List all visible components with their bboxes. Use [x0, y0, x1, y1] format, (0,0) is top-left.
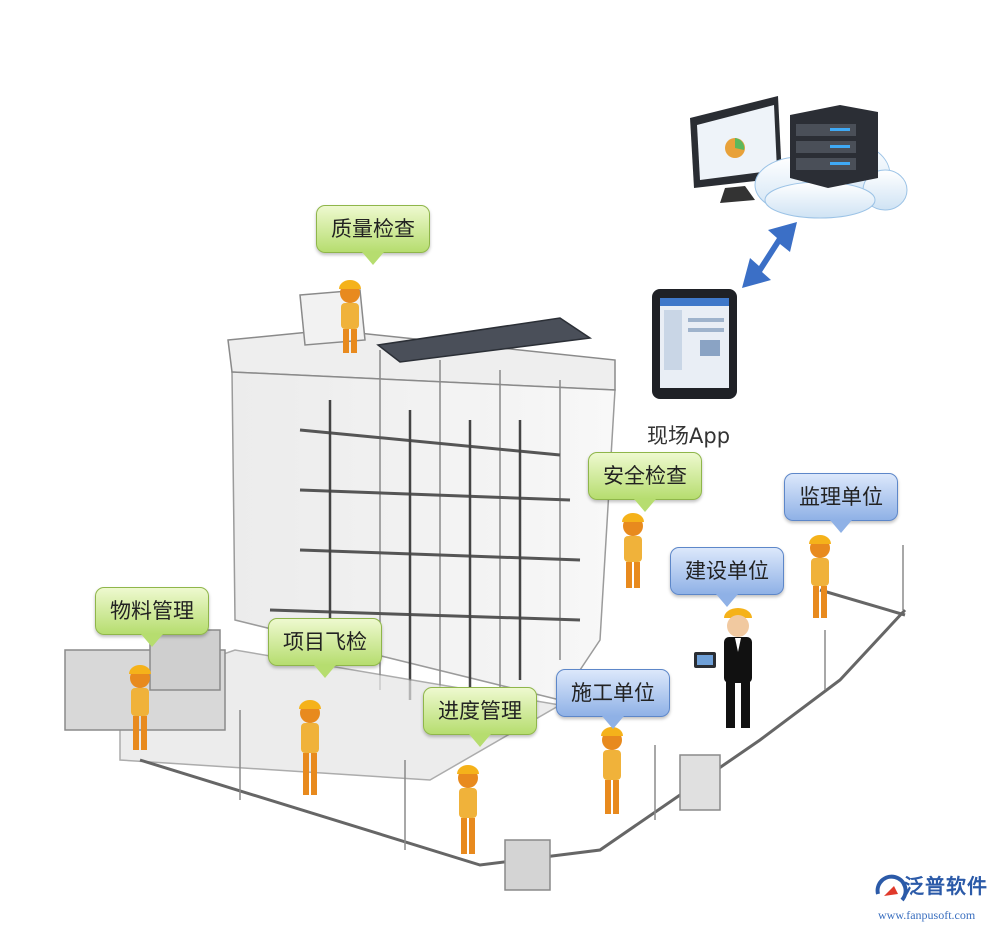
brand-url: www.fanpusoft.com [878, 908, 976, 922]
label-quality-check: 质量检查 [316, 205, 430, 265]
brand-logo: 泛普软件 www.fanpusoft.com [868, 868, 993, 938]
label-progress-management: 进度管理 [423, 687, 537, 747]
desktop-monitor-icon [690, 96, 782, 203]
label-project-inspection: 项目飞检 [268, 618, 382, 678]
double-arrow-icon [742, 222, 797, 288]
label-contractor-unit: 施工单位 [556, 669, 670, 729]
brand-name: 泛普软件 [904, 874, 988, 898]
worker-icon [129, 280, 831, 854]
manager-icon [694, 608, 752, 728]
brand-logo-icon [875, 874, 908, 902]
label-construction-owner: 建设单位 [670, 547, 784, 607]
label-supervisor-unit: 监理单位 [784, 473, 898, 533]
label-materials-management: 物料管理 [95, 587, 209, 647]
server-icon [790, 105, 878, 188]
app-caption: 现场App [647, 424, 731, 448]
label-safety-check: 安全检查 [588, 452, 702, 512]
tablet-icon [652, 289, 737, 399]
